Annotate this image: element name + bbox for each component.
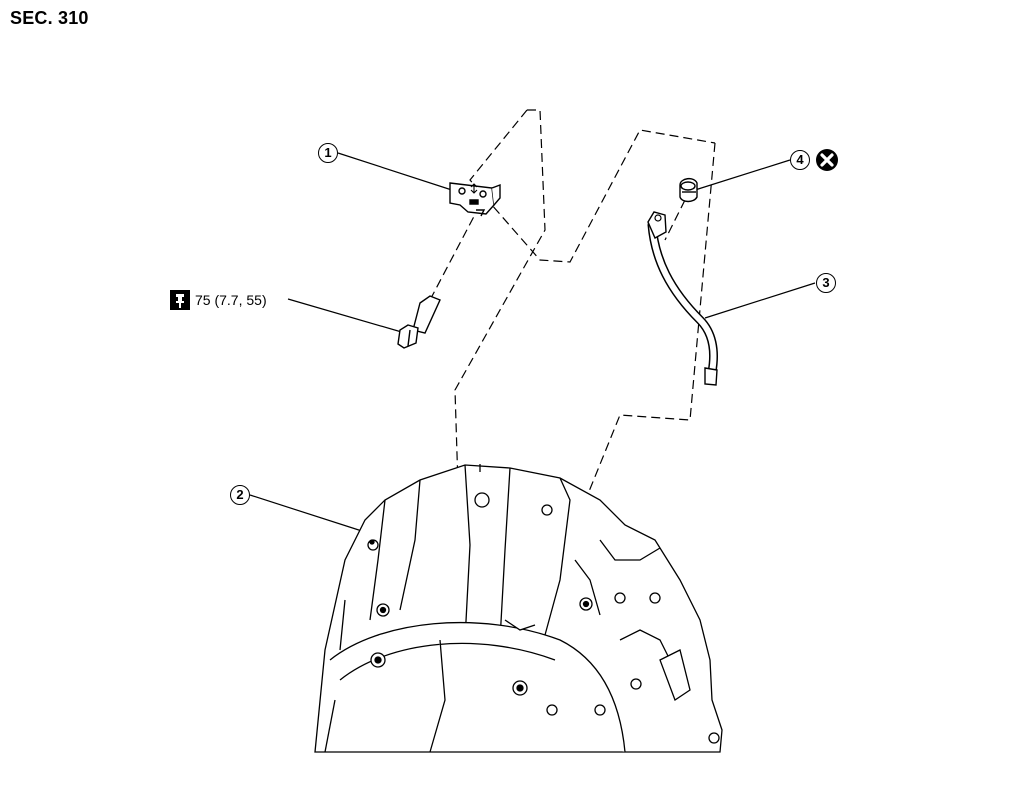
section-label: SEC. 310 — [10, 8, 89, 28]
guide-line-bolt-axis — [429, 204, 481, 301]
bolt-part — [397, 295, 441, 349]
tube-part — [647, 211, 718, 386]
callout-2: 2 — [230, 485, 250, 505]
leader-1 — [337, 152, 459, 193]
callout-1: 1 — [318, 143, 338, 163]
transmission-case-part — [314, 464, 723, 753]
leader-torque — [287, 298, 406, 334]
callout-4: 4 — [790, 150, 810, 170]
bracket-part — [449, 182, 501, 217]
torque-wrench-icon — [170, 290, 190, 310]
guide-line-bracket — [454, 109, 546, 551]
torque-spec: 75 (7.7, 55) — [170, 290, 267, 310]
guide-line-bolt — [469, 109, 716, 263]
callout-3: 3 — [816, 273, 836, 293]
leader-lines — [249, 152, 816, 533]
leader-2 — [249, 494, 366, 533]
torque-value: 75 (7.7, 55) — [195, 292, 267, 308]
replace-always-icon — [815, 148, 839, 172]
leader-3 — [704, 282, 816, 319]
clip-part — [679, 178, 698, 203]
guide-line-clip — [664, 199, 686, 241]
leader-4 — [694, 159, 791, 191]
